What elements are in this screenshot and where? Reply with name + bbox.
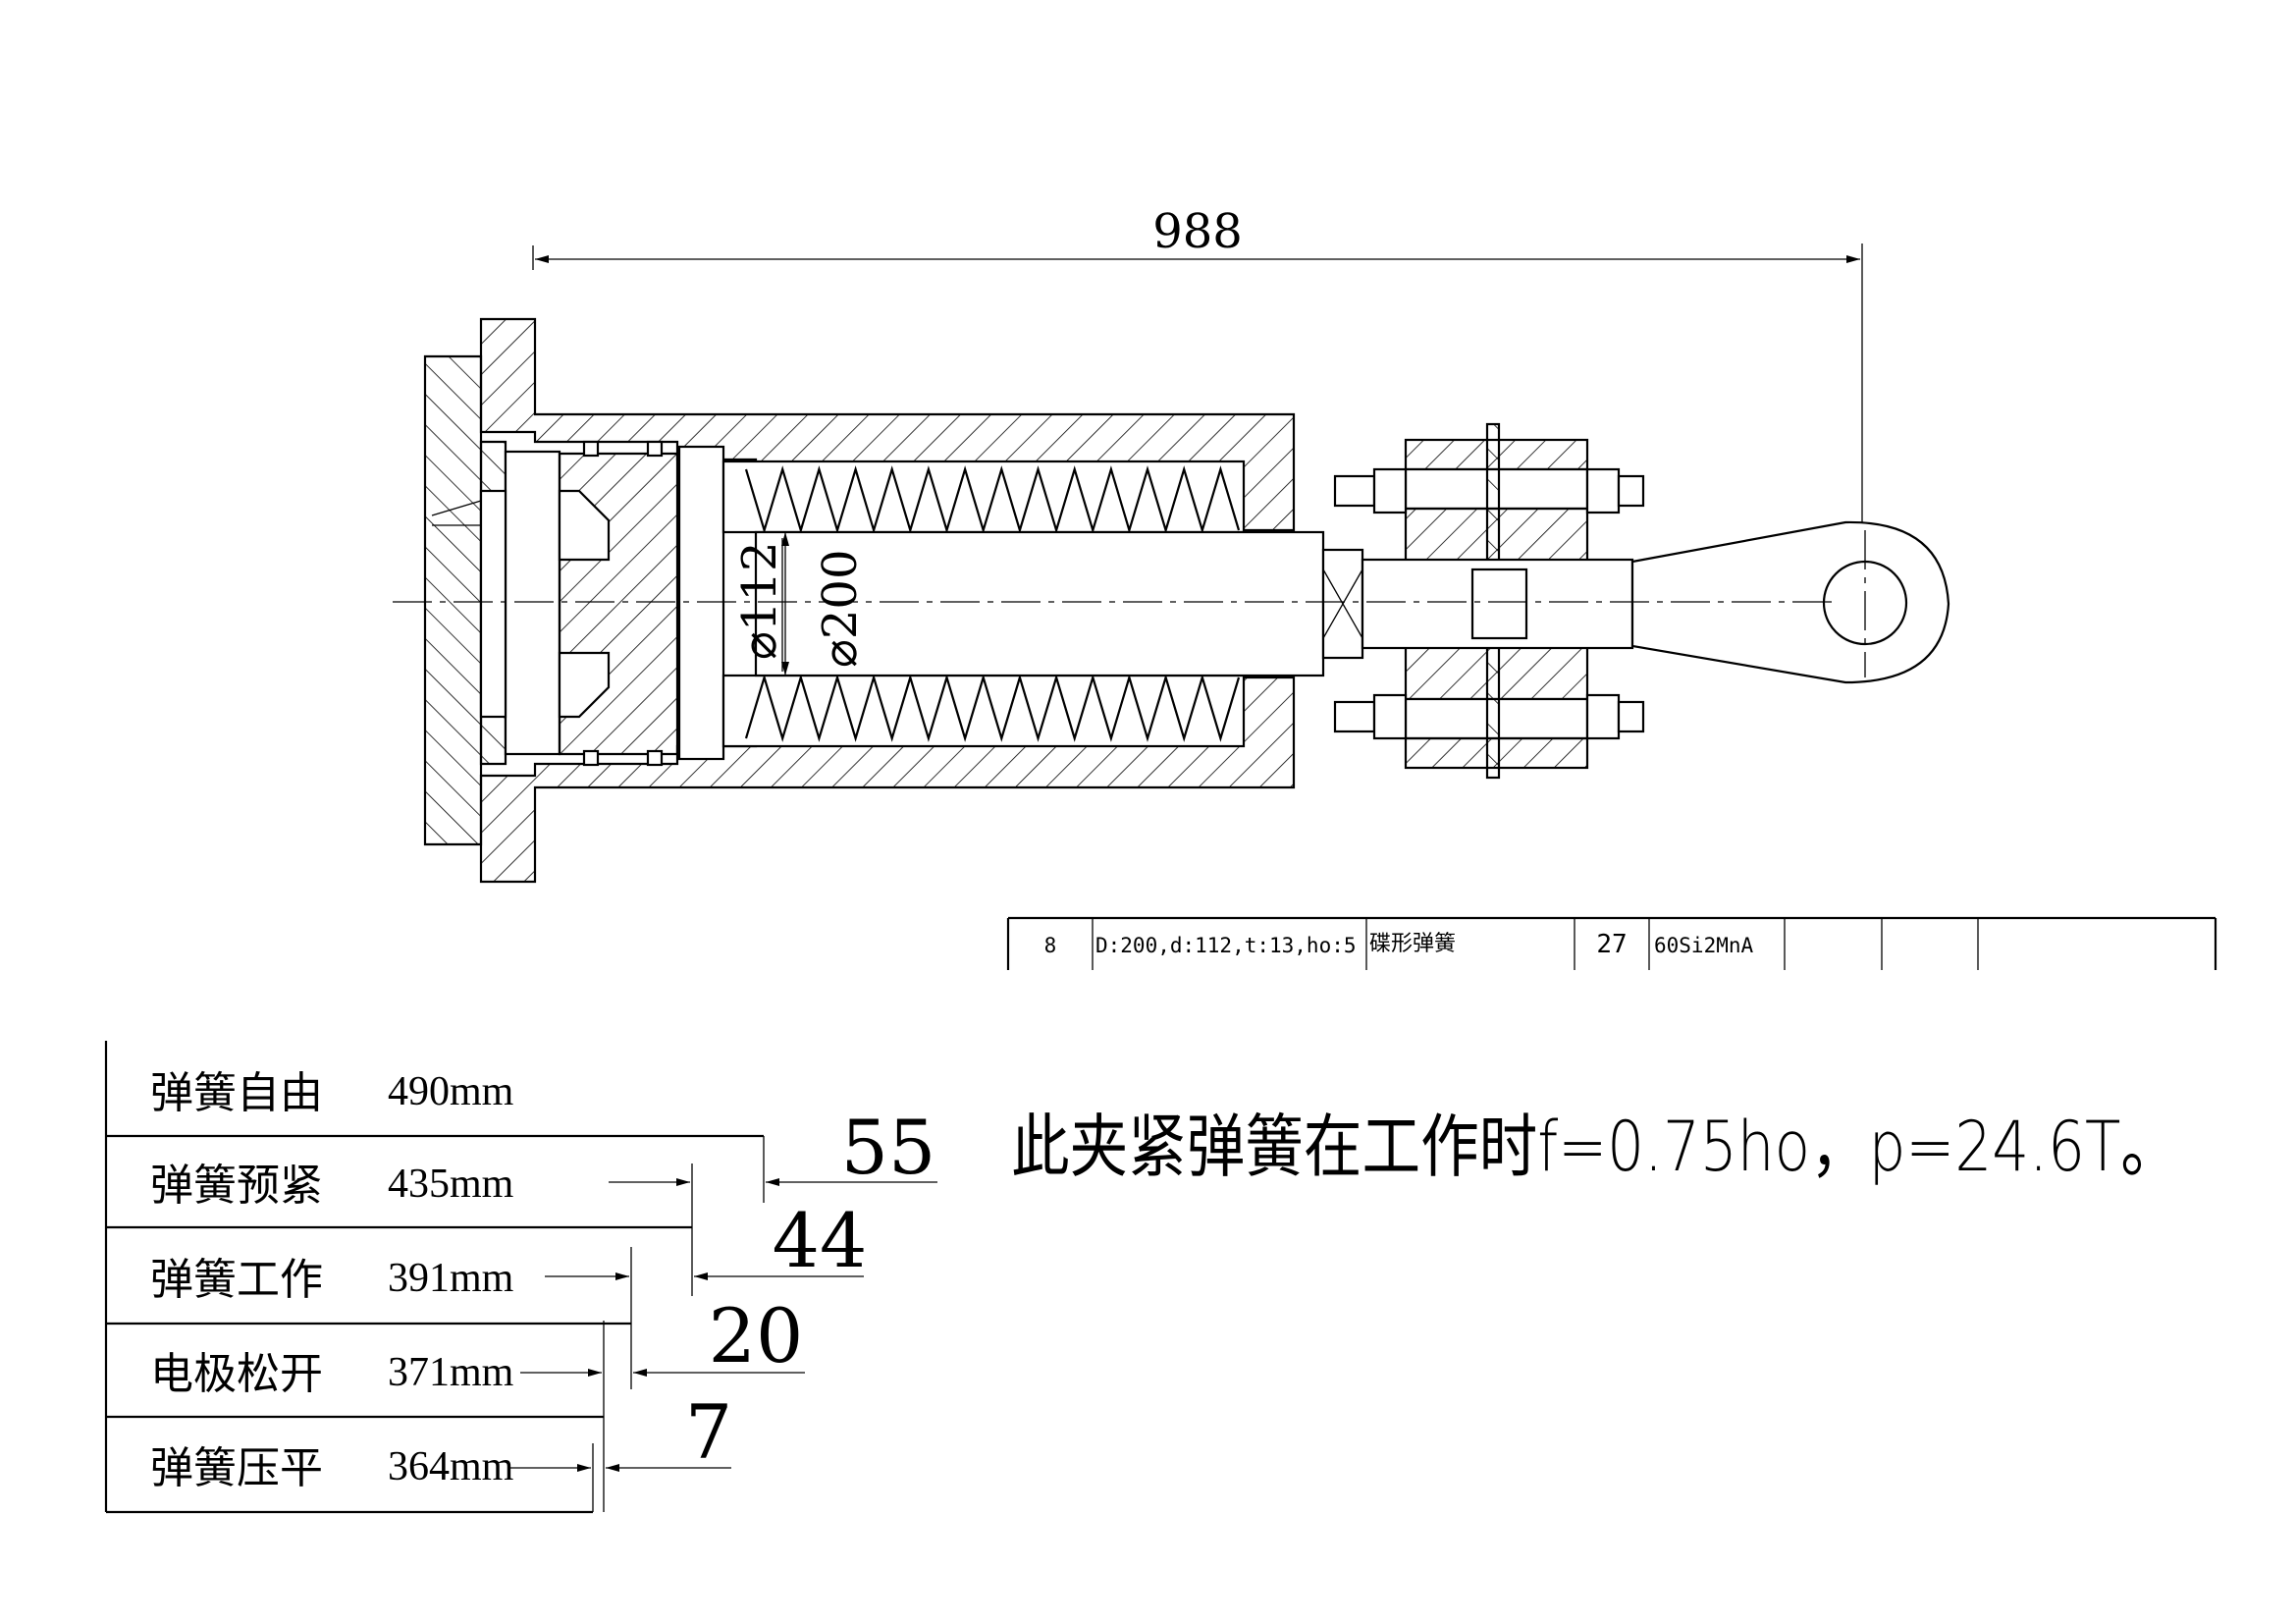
bom-spec: D:200,d:112,t:13,ho:5 [1095,934,1357,957]
state-label-free: 弹簧自由 [150,1068,323,1118]
state-value-free: 490mm [388,1069,514,1114]
disc-spring-stack: ⌀112 ⌀200 [721,460,1325,748]
connection-assembly [1321,422,1950,780]
state-value-preload: 435mm [388,1162,514,1207]
disc-spring-profile [744,674,1241,742]
state-label-preload: 弹簧预紧 [150,1161,323,1211]
outer-diameter-label: ⌀200 [813,549,868,668]
state-label-working: 弹簧工作 [150,1255,323,1305]
difference-release-flat: 7 [685,1388,732,1476]
bom-row: 8 D:200,d:112,t:13,ho:5 碟形弹簧 27 60Si2MnA [1006,916,2217,970]
disc-spring-profile [744,465,1241,534]
state-label-release: 电极松开 [150,1349,323,1399]
difference-working-release: 20 [709,1292,804,1380]
spring-state-table: 55 44 20 7 弹簧自由 490mm 弹簧预紧 435mm 弹簧工作 39… [104,1041,937,1514]
working-note: 此夹紧弹簧在工作时f=0.75ho，p=24.6T。 [1011,1107,2179,1187]
bom-item-number: 8 [1044,934,1057,957]
bom-name: 碟形弹簧 [1369,932,1456,956]
bom-material: 60Si2MnA [1654,934,1754,957]
state-value-flat: 364mm [388,1444,514,1489]
overall-dimension: 988 [532,204,1863,677]
inner-diameter-label: ⌀112 [732,541,787,660]
difference-free-preload: 55 [841,1104,936,1191]
state-label-flat: 弹簧压平 [150,1443,323,1493]
state-value-working: 391mm [388,1256,514,1301]
overall-dimension-label: 988 [1152,204,1243,259]
difference-preload-working: 44 [773,1197,868,1284]
bom-quantity: 27 [1596,930,1627,959]
state-value-release: 371mm [388,1350,514,1395]
